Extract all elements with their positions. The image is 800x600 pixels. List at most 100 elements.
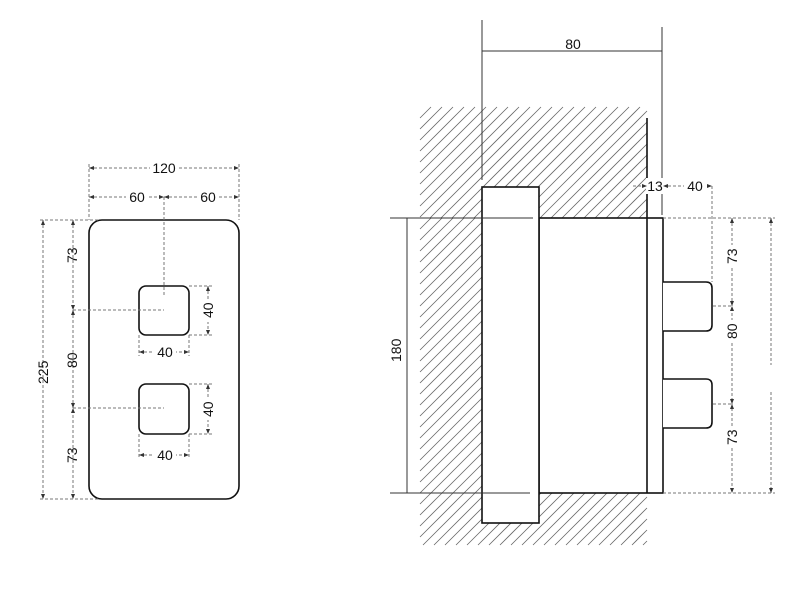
hatch-line: [419, 298, 483, 362]
hatch-line: [587, 492, 641, 546]
hatch-line: [521, 492, 575, 546]
hatch-line: [609, 507, 648, 546]
hatch-line: [532, 492, 586, 546]
hatch-line: [576, 492, 630, 546]
arrowhead: [234, 195, 239, 199]
bottom-offset-label: 73: [64, 447, 80, 463]
hatch-line: [419, 106, 454, 141]
side-view: 80 180 13 40 73 80 73: [388, 20, 775, 524]
arrowhead: [89, 195, 94, 199]
hatch-line: [419, 217, 465, 263]
upper-knob-side: [663, 281, 713, 332]
hatch-line: [430, 441, 483, 494]
hatch-line: [419, 254, 483, 318]
hatch-line: [429, 106, 542, 219]
plate-thickness-label: 13: [647, 178, 663, 194]
hatch-line: [594, 165, 648, 219]
arrowhead: [164, 195, 169, 199]
hatch-line: [572, 143, 648, 219]
arrowhead: [707, 184, 712, 188]
hatch-line: [528, 106, 641, 219]
valve-body: [538, 217, 664, 494]
hatch-line: [543, 492, 597, 546]
hatch-line: [419, 243, 483, 307]
hatch-line: [419, 492, 465, 538]
arrowhead: [184, 350, 189, 354]
hatch-line: [419, 287, 483, 351]
hatch-line: [598, 496, 648, 546]
hatch-line: [419, 106, 531, 218]
hatch-line: [419, 386, 483, 450]
arrowhead: [730, 399, 734, 404]
lower-knob: [138, 383, 190, 435]
hatch-line: [419, 106, 443, 130]
hatch-line: [419, 106, 465, 152]
hatch-line: [474, 485, 483, 494]
knob2-width-label: 40: [157, 447, 173, 463]
arrowhead: [730, 306, 734, 311]
arrowhead: [71, 220, 75, 225]
height-label: 180: [388, 338, 404, 362]
arrowhead: [663, 184, 668, 188]
arrowhead: [769, 218, 773, 223]
lower-knob-side: [663, 378, 713, 429]
hatch-line: [419, 397, 483, 461]
dimension-arrows: [41, 166, 773, 499]
arrowhead: [41, 220, 45, 225]
hatch-line: [419, 217, 443, 241]
hatch-line: [433, 492, 487, 546]
arrowhead: [139, 350, 144, 354]
hatch-line: [451, 106, 564, 219]
hatch-line: [554, 492, 608, 546]
hatch-line: [441, 452, 483, 494]
arrowhead: [730, 218, 734, 223]
hatch-line: [419, 106, 476, 163]
top-offset-label: 73: [64, 247, 80, 263]
side-bottom-offset-label: 73: [724, 429, 740, 445]
hatch-line: [419, 320, 483, 384]
arrowhead: [206, 286, 210, 291]
knob1-height-label: 40: [200, 302, 216, 318]
hatch-line: [583, 154, 648, 219]
hatch-line: [419, 106, 498, 185]
arrowhead: [642, 184, 647, 188]
arrowhead: [139, 453, 144, 457]
arrowhead: [184, 453, 189, 457]
hatch-line: [605, 176, 648, 219]
hatch-line: [452, 463, 483, 494]
hatch-line: [616, 187, 648, 219]
half-width-left-label: 60: [129, 189, 145, 205]
hatch-line: [419, 232, 483, 296]
hatch-line: [419, 331, 483, 395]
knob-spacing-label: 80: [64, 352, 80, 368]
hatch-line: [638, 209, 648, 219]
hatch-line: [419, 276, 483, 340]
hatch-line: [440, 106, 553, 219]
arrowhead: [769, 488, 773, 493]
arrowhead: [730, 404, 734, 409]
hatch-line: [642, 540, 648, 546]
arrowhead: [206, 330, 210, 335]
hatch-line: [419, 106, 487, 174]
front-dimension-lines: [40, 164, 240, 500]
hatch-line: [627, 198, 648, 219]
hatch-line: [631, 529, 648, 546]
arrowhead: [41, 494, 45, 499]
arrowhead: [206, 429, 210, 434]
knob-projection-label: 40: [687, 178, 703, 194]
hatch-line: [419, 342, 483, 406]
hatch-line: [565, 492, 619, 546]
hatch-line: [463, 474, 483, 494]
hatch-line: [419, 492, 443, 516]
hatch-line: [419, 375, 483, 439]
hatch-line: [419, 217, 454, 252]
arrowhead: [71, 494, 75, 499]
hatch-line: [419, 221, 483, 285]
arrowhead: [159, 195, 164, 199]
arrowhead: [71, 403, 75, 408]
hatch-line: [419, 309, 483, 373]
front-view: 120 60 60 225 73 80 73 40 40 40 40: [35, 158, 240, 500]
hatch-line: [419, 265, 483, 329]
hatch-line: [419, 106, 432, 119]
arrowhead: [206, 384, 210, 389]
